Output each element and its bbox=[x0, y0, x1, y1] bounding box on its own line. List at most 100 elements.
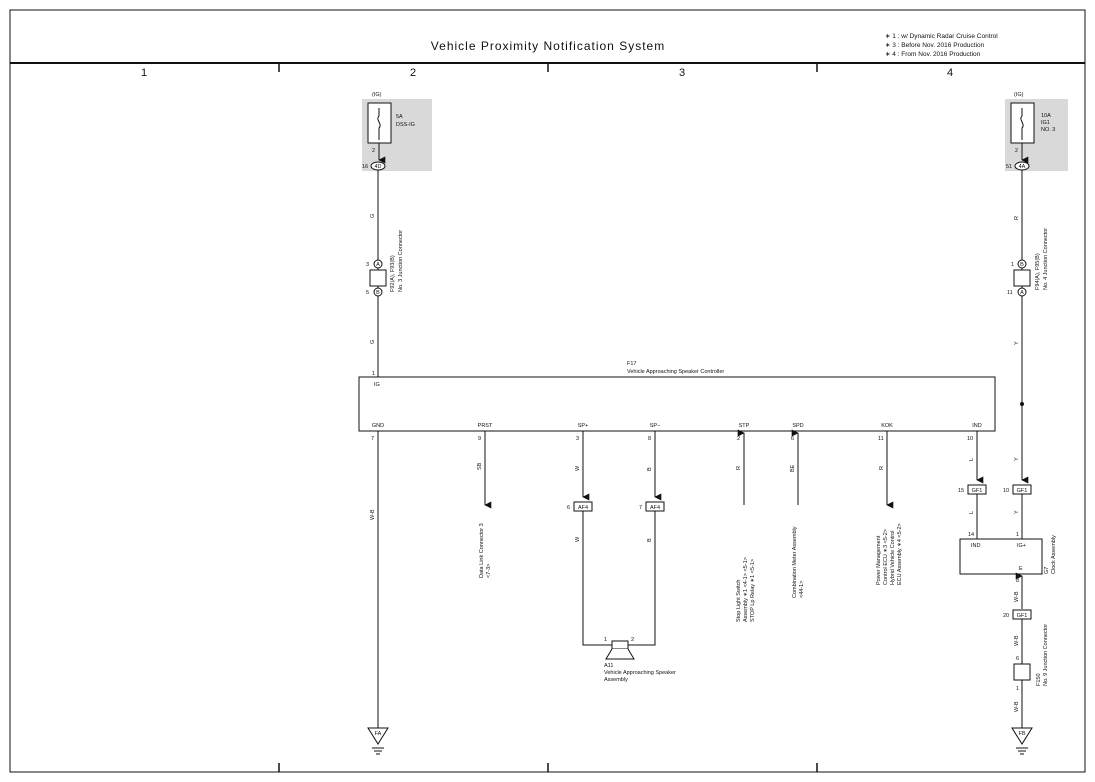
ground-fa: FA bbox=[367, 727, 389, 755]
svg-text:No. 3 Junction Connector: No. 3 Junction Connector bbox=[398, 230, 404, 292]
wire-color-label: W-B bbox=[1014, 701, 1020, 712]
svg-text:2: 2 bbox=[1015, 148, 1018, 154]
pin-number: 6 bbox=[567, 505, 570, 511]
junction-connector-f150: 6 1 F150 No. 9 Junction Connector bbox=[1013, 624, 1049, 692]
note-1: ∗ 1 : w/ Dynamic Radar Cruise Control bbox=[885, 33, 998, 40]
svg-text:A11: A11 bbox=[604, 663, 613, 669]
wire-color-label: W-B bbox=[1014, 635, 1020, 646]
destination-label: STOP Lp Relay ∗1 <5-1> bbox=[750, 559, 756, 622]
svg-text:14: 14 bbox=[968, 532, 974, 538]
pin-number: 11 bbox=[878, 436, 884, 442]
destination-label: Hybrid Vehicle Control bbox=[890, 531, 896, 585]
destination-label: Data Link Connector 3 bbox=[479, 523, 485, 578]
svg-text:B: B bbox=[1020, 262, 1024, 268]
junction-connector-left: A B 3 5 F92(A), F93(B) No. 3 Junction Co… bbox=[366, 230, 404, 297]
wire-color-label: Y bbox=[1014, 341, 1020, 345]
svg-text:F92(A), F93(B): F92(A), F93(B) bbox=[390, 255, 396, 292]
svg-text:Clock Assembly: Clock Assembly bbox=[1051, 535, 1057, 574]
terminal-stp: STP bbox=[739, 423, 750, 429]
svg-text:8: 8 bbox=[1016, 578, 1019, 584]
column-number: 4 bbox=[947, 67, 953, 79]
wire-color-label: Y bbox=[1014, 457, 1020, 461]
pin-number: 10 bbox=[967, 436, 973, 442]
destination-label: <44-1> bbox=[799, 581, 805, 598]
svg-text:1: 1 bbox=[604, 637, 607, 643]
wire-color-label: B bbox=[647, 467, 653, 471]
column-number: 2 bbox=[410, 67, 416, 79]
svg-text:IG: IG bbox=[374, 382, 380, 388]
wire-color-label: R bbox=[1014, 216, 1020, 220]
diagram-title: Vehicle Proximity Notification System bbox=[431, 39, 665, 53]
note-3: ∗ 3 : Before Nov. 2016 Production bbox=[885, 42, 985, 49]
svg-text:1: 1 bbox=[1011, 262, 1014, 268]
connector-label: AF4 bbox=[578, 505, 588, 511]
svg-text:F150: F150 bbox=[1036, 673, 1042, 686]
destination-label: Control ECU ∗3 <5-2> bbox=[883, 529, 889, 585]
svg-text:Assembly: Assembly bbox=[604, 677, 628, 683]
svg-text:(IG): (IG) bbox=[372, 92, 382, 98]
column-number: 1 bbox=[141, 67, 147, 79]
svg-text:FB: FB bbox=[1018, 731, 1025, 737]
connector-label: GF1 bbox=[972, 488, 983, 494]
svg-text:5: 5 bbox=[366, 290, 369, 296]
wire-color-label: Y bbox=[1014, 510, 1020, 514]
wire-color-label: W bbox=[575, 465, 581, 471]
fuse-right: (IG) 10A IG1 NO. 3 2 4A 51 bbox=[1005, 92, 1068, 171]
wire-sp-minus-speaker bbox=[628, 511, 656, 646]
terminal-spd: SPD bbox=[792, 423, 803, 429]
connector-label: AF4 bbox=[650, 505, 660, 511]
destination-label: ECU Assembly ∗4 <5-2> bbox=[897, 523, 903, 585]
terminal-gnd: GND bbox=[372, 423, 384, 429]
svg-text:10A: 10A bbox=[1041, 113, 1051, 119]
svg-text:DSS-IG: DSS-IG bbox=[396, 122, 415, 128]
svg-text:3: 3 bbox=[366, 262, 369, 268]
wire-color-label: SB bbox=[477, 462, 483, 470]
svg-text:6: 6 bbox=[1016, 656, 1019, 662]
connector-label: GF1 bbox=[1017, 613, 1028, 619]
destination-label: Power Management bbox=[876, 535, 882, 585]
wire-color-label: G bbox=[370, 214, 376, 218]
wire-color-label: W-B bbox=[370, 509, 376, 520]
svg-text:1: 1 bbox=[372, 371, 375, 377]
svg-text:11: 11 bbox=[1007, 290, 1013, 296]
wire-color-label: R bbox=[879, 466, 885, 470]
pin-number: 6 bbox=[791, 436, 794, 442]
svg-text:NO. 3: NO. 3 bbox=[1041, 127, 1055, 133]
wire-color-label: G bbox=[370, 340, 376, 344]
pin-number: 9 bbox=[478, 436, 481, 442]
svg-text:IND: IND bbox=[971, 543, 981, 549]
svg-text:Vehicle Approaching Speaker: Vehicle Approaching Speaker bbox=[604, 670, 676, 676]
fuse-left: (IG) 5A DSS-IG 2 4D 16 bbox=[362, 92, 432, 171]
wire-color-label: W bbox=[575, 536, 581, 542]
destination-label: Stop Light Switch bbox=[736, 580, 742, 623]
svg-text:No. 9 Junction Connector: No. 9 Junction Connector bbox=[1043, 624, 1049, 686]
pin-number: 20 bbox=[1003, 613, 1009, 619]
wire-color-label: L bbox=[969, 511, 975, 514]
pin-number: 3 bbox=[576, 436, 579, 442]
ground-fb: FB bbox=[1011, 727, 1033, 755]
svg-text:G7: G7 bbox=[1044, 567, 1050, 574]
pin-number: 8 bbox=[648, 436, 651, 442]
pin-number: 2 bbox=[737, 436, 740, 442]
svg-text:2: 2 bbox=[372, 148, 375, 154]
clock-g7: 14 1 IND IG+ E 8 G7 Clock Assembly bbox=[959, 532, 1057, 584]
svg-text:(IG): (IG) bbox=[1014, 92, 1024, 98]
svg-text:5A: 5A bbox=[396, 114, 403, 120]
terminal-sp-minus: SP− bbox=[650, 423, 661, 429]
svg-text:A: A bbox=[1020, 290, 1024, 296]
svg-text:No. 4 Junction Connector: No. 4 Junction Connector bbox=[1043, 228, 1049, 290]
svg-text:51: 51 bbox=[1006, 164, 1012, 170]
note-4: ∗ 4 : From Nov. 2016 Production bbox=[885, 51, 981, 58]
svg-text:2: 2 bbox=[631, 637, 634, 643]
terminal-ind: IND bbox=[972, 423, 982, 429]
svg-text:IG+: IG+ bbox=[1017, 543, 1026, 549]
speaker-a11: 1 2 A11 Vehicle Approaching Speaker Asse… bbox=[604, 637, 676, 683]
destination-label: Assembly ∗1 <4-1> <5-1> bbox=[743, 557, 749, 622]
svg-text:IG1: IG1 bbox=[1041, 120, 1050, 126]
junction-connector-right: B A 1 11 F94(A), F95(B) No. 4 Junction C… bbox=[1007, 228, 1049, 297]
pin-number: 10 bbox=[1003, 488, 1009, 494]
svg-text:1: 1 bbox=[1016, 532, 1019, 538]
svg-text:F17: F17 bbox=[627, 361, 636, 367]
wire-color-label: R bbox=[736, 466, 742, 470]
